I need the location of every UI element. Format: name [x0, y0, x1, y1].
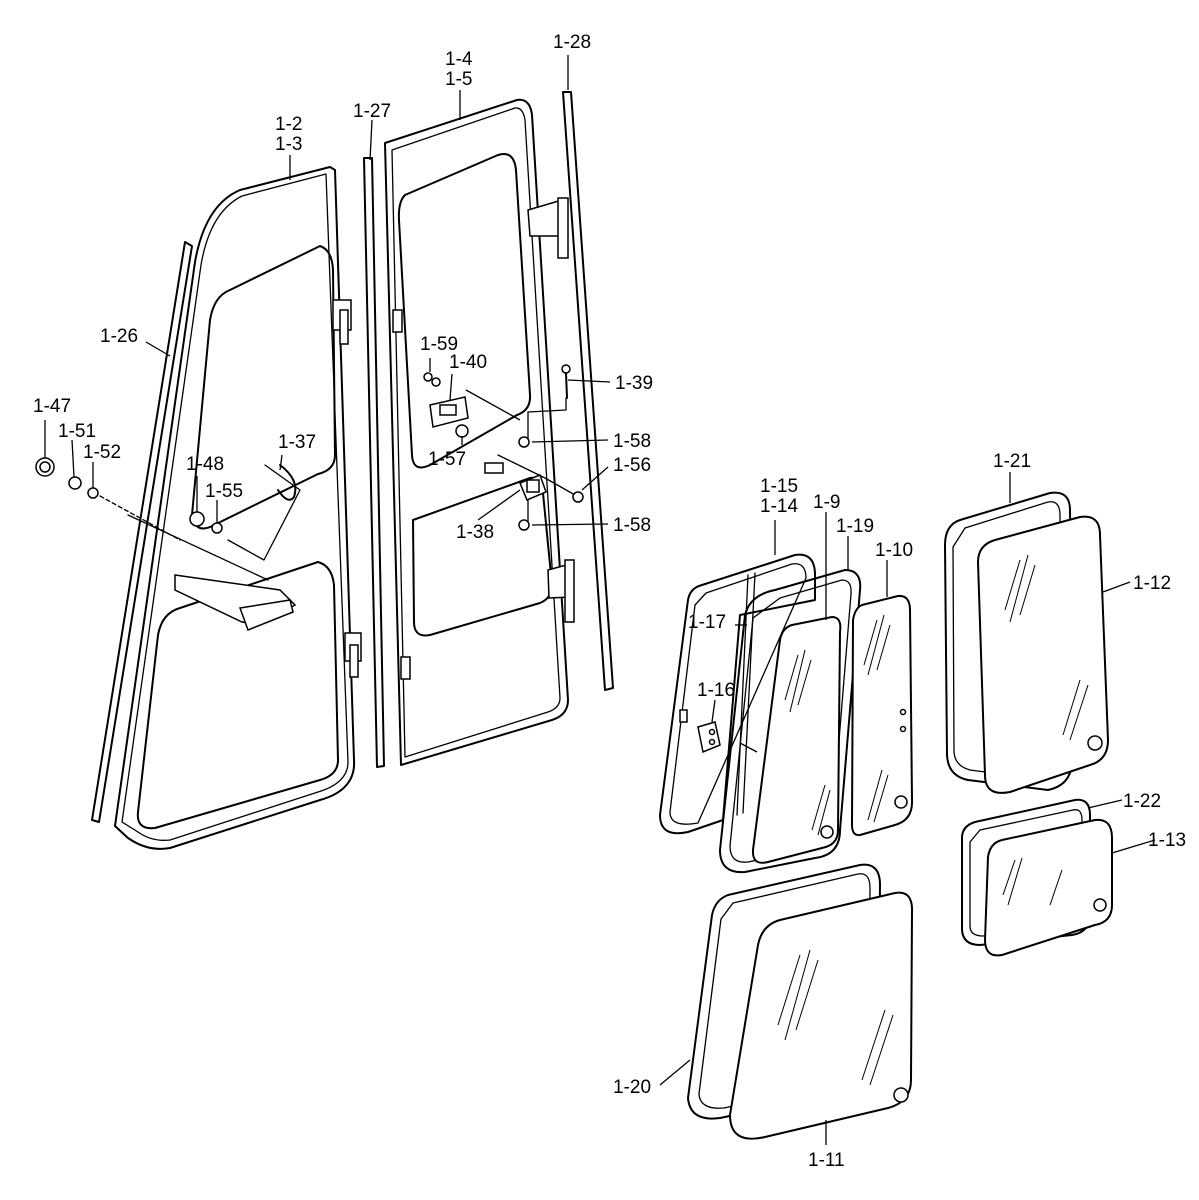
sliding-window-assembly: [659, 553, 914, 874]
callout-1-11: 1-11: [808, 1150, 845, 1171]
leader-lines: [44, 55, 1156, 1145]
callout-1-40: 1-40: [449, 352, 487, 373]
callout-1-22: 1-22: [1123, 791, 1161, 812]
callout-1-14: 1-14: [760, 496, 798, 517]
callout-1-38: 1-38: [456, 522, 494, 543]
callout-1-59: 1-59: [420, 334, 458, 355]
seal-strip-middle: [363, 157, 385, 768]
callout-1-9: 1-9: [813, 492, 840, 513]
callout-1-39: 1-39: [615, 373, 653, 394]
large-window-assembly: [687, 863, 914, 1140]
left-door-frame: [114, 166, 362, 850]
callout-1-17: 1-17: [688, 612, 726, 633]
callout-1-21: 1-21: [993, 451, 1031, 472]
callout-1-52: 1-52: [83, 442, 121, 463]
upper-right-window-assembly: [944, 491, 1109, 794]
latch-assembly-left: [35, 457, 301, 631]
callout-1-26: 1-26: [100, 326, 138, 347]
callout-1-56: 1-56: [613, 455, 651, 476]
callout-1-16: 1-16: [697, 680, 735, 701]
callout-1-47: 1-47: [33, 396, 71, 417]
callout-1-19: 1-19: [836, 516, 874, 537]
seal-strip-right: [562, 91, 614, 691]
callout-1-51: 1-51: [58, 421, 96, 442]
callout-labels: 1-2 1-3 1-4 1-5 1-28 1-27 1-26 1-47 1-51…: [33, 32, 1186, 1171]
callout-1-37: 1-37: [278, 432, 316, 453]
right-door-frame: [384, 98, 575, 766]
callout-1-2: 1-2: [275, 114, 302, 135]
callout-1-12: 1-12: [1133, 573, 1171, 594]
seal-strip-left: [91, 241, 193, 823]
callout-1-15: 1-15: [760, 476, 798, 497]
callout-1-10: 1-10: [875, 540, 913, 561]
callout-1-27: 1-27: [353, 101, 391, 122]
callout-1-4: 1-4: [445, 49, 473, 70]
callout-1-20: 1-20: [613, 1077, 651, 1098]
latch-assembly-right: [423, 364, 584, 531]
callout-1-5: 1-5: [445, 69, 472, 90]
callout-1-48: 1-48: [186, 454, 224, 475]
callout-1-58-upper: 1-58: [613, 431, 651, 452]
callout-1-57: 1-57: [428, 449, 466, 470]
callout-1-13: 1-13: [1148, 830, 1186, 851]
callout-1-3: 1-3: [275, 134, 302, 155]
callout-1-28: 1-28: [553, 32, 591, 53]
lower-right-window-assembly: [961, 798, 1113, 957]
callout-1-55: 1-55: [205, 481, 243, 502]
callout-1-58-lower: 1-58: [613, 515, 651, 536]
